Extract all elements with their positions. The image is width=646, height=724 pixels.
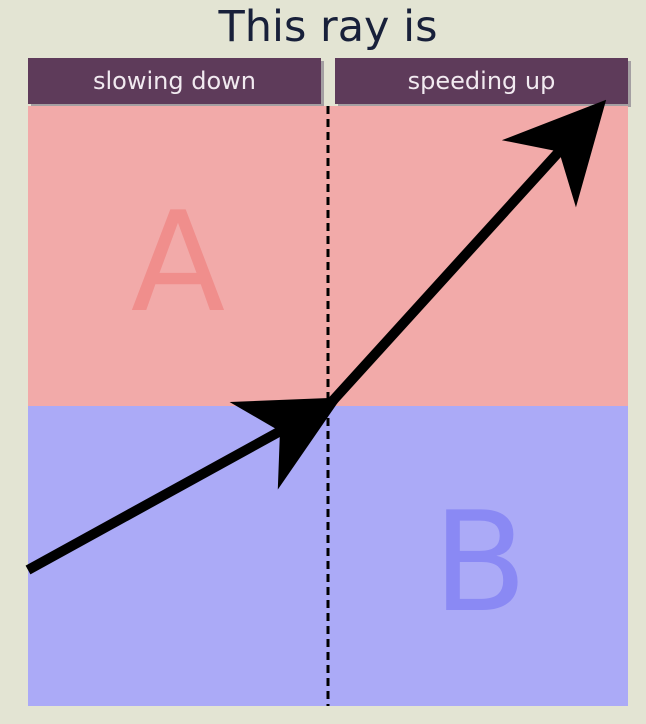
medium-a-label: A — [131, 182, 225, 343]
slowing-down-button[interactable]: slowing down — [28, 58, 321, 104]
medium-b-label: B — [433, 482, 528, 643]
question-title: This ray is — [218, 2, 438, 52]
incident-ray-arrow-icon — [25, 397, 342, 575]
refracted-ray-arrow-icon — [324, 99, 607, 410]
speeding-up-button[interactable]: speeding up — [335, 58, 628, 104]
